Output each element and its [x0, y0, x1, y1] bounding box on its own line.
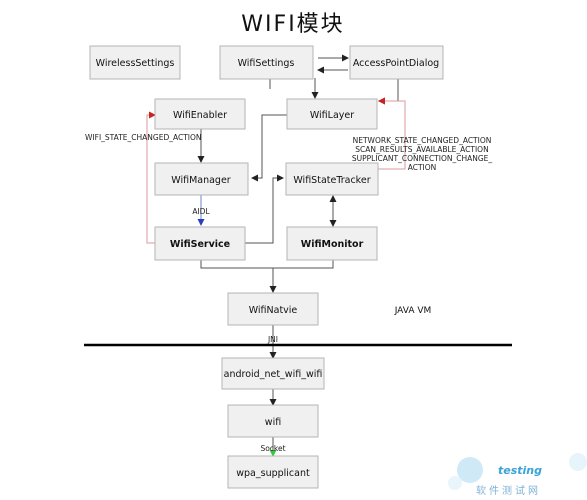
- node-label: WifiLayer: [310, 110, 354, 121]
- watermark-subtitle: 软件测试网: [476, 484, 541, 497]
- node-wifi-settings: WifiSettings: [219, 45, 314, 80]
- label-wifi-state-changed: WIFI_STATE_CHANGED_ACTION: [85, 133, 202, 142]
- network-action-line: ACTION: [408, 163, 437, 172]
- watermark-orb-small: [448, 476, 462, 490]
- watermark-logo: testing 软件测试网: [448, 453, 587, 497]
- node-wifi-manager: WifiManager: [154, 162, 249, 196]
- node-wifi-state-tracker: WifiStateTracker: [285, 162, 379, 196]
- node-wpa-supplicant: wpa_supplicant: [227, 455, 319, 489]
- node-wifi: wifi: [227, 404, 319, 438]
- node-label: wifi: [265, 417, 281, 428]
- node-wireless-settings: WirelessSettings: [89, 45, 181, 80]
- node-label: WifiEnabler: [173, 110, 227, 121]
- node-wifi-service: WifiService: [154, 226, 246, 261]
- node-wifi-native: WifiNatvie: [227, 292, 319, 326]
- node-label: android_net_wifi_wifi: [224, 369, 323, 380]
- node-label: WifiService: [170, 239, 230, 250]
- node-label: wpa_supplicant: [236, 468, 310, 479]
- node-label: WirelessSettings: [96, 58, 175, 69]
- node-wifi-layer: WifiLayer: [286, 98, 378, 130]
- node-label: WifiStateTracker: [293, 175, 370, 186]
- network-action-line: SUPPLICANT_CONNECTION_CHANGE_: [352, 154, 493, 163]
- node-wifi-enabler: WifiEnabler: [154, 98, 246, 130]
- node-label: WifiMonitor: [301, 239, 364, 250]
- network-action-line: NETWORK_STATE_CHANGED_ACTION: [353, 136, 492, 145]
- edge-service-to-enabler-red: [146, 111, 156, 244]
- diagram-title: WIFI模块: [241, 12, 344, 37]
- watermark-orb-large: [457, 457, 483, 483]
- edge-apdialog-to-layer: [378, 78, 399, 105]
- watermark-brand: testing: [498, 464, 542, 477]
- node-label: WifiNatvie: [249, 305, 298, 316]
- label-java-vm: JAVA VM: [394, 306, 432, 316]
- label-aidl: AIDL: [192, 207, 210, 216]
- edge-service-to-tracker: [245, 174, 284, 244]
- node-access-point-dialog: AccessPointDialog: [349, 45, 444, 80]
- network-action-line: SCAN_RESULTS_AVAILABLE_ACTION: [355, 145, 488, 154]
- watermark-orb-right: [569, 453, 587, 471]
- label-network-actions: NETWORK_STATE_CHANGED_ACTION SCAN_RESULT…: [352, 136, 493, 172]
- node-android-net-wifi: android_net_wifi_wifi: [221, 357, 325, 390]
- node-label: AccessPointDialog: [353, 58, 439, 69]
- node-wifi-monitor: WifiMonitor: [286, 226, 378, 261]
- edge-merge-to-native: [200, 260, 334, 269]
- edge-layer-to-manager: [251, 114, 289, 182]
- label-socket: Socket: [260, 444, 285, 453]
- node-label: WifiSettings: [238, 58, 295, 69]
- node-label: WifiManager: [171, 175, 231, 186]
- label-jni: JNI: [267, 335, 278, 344]
